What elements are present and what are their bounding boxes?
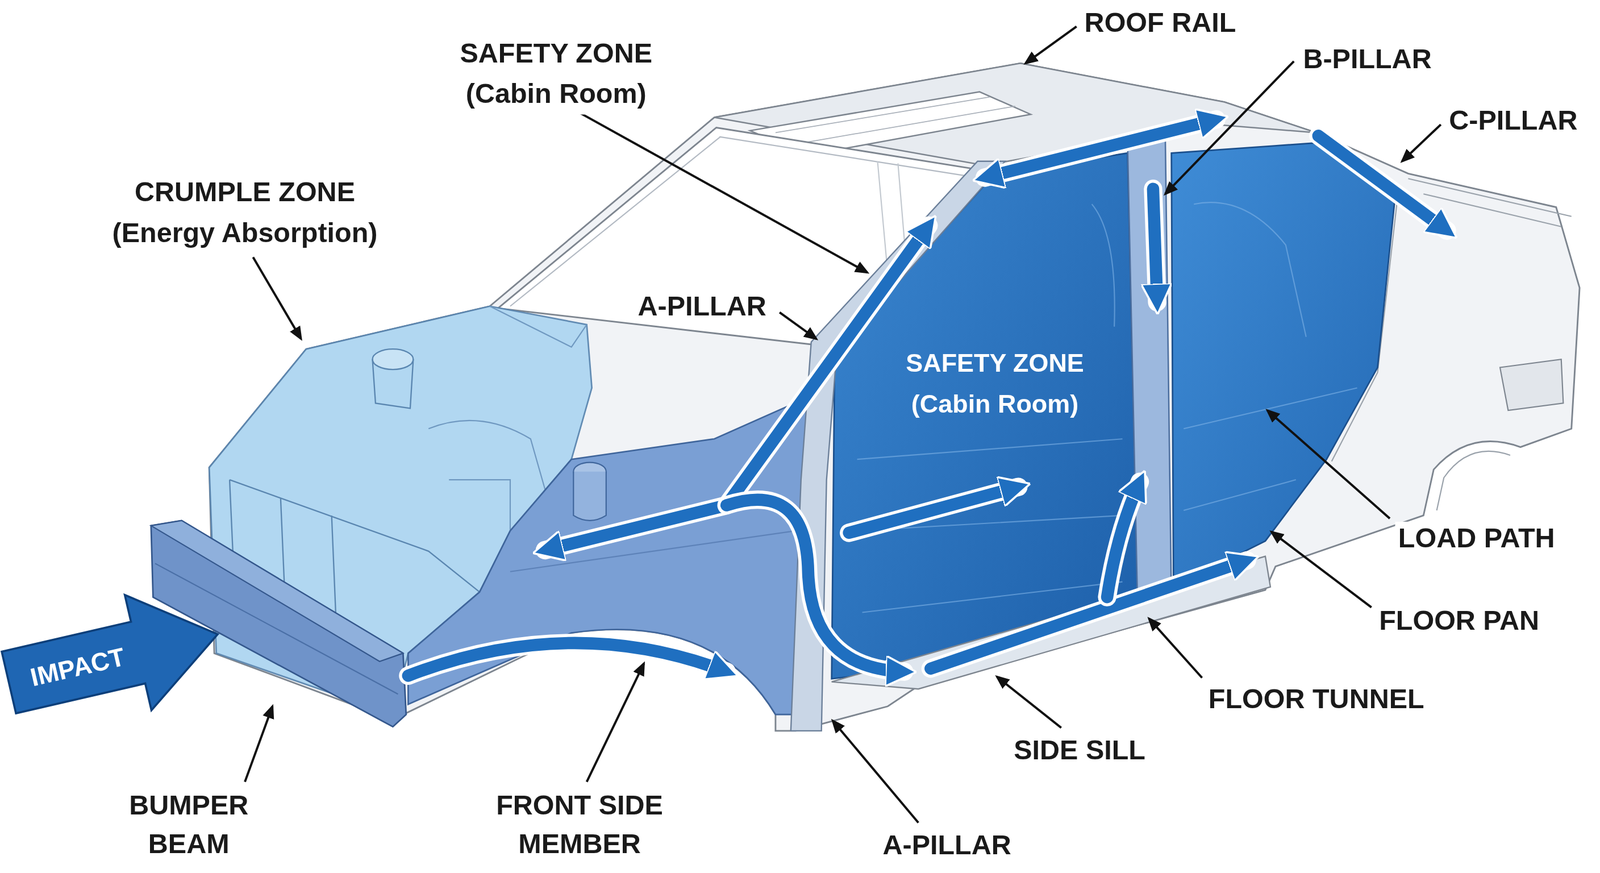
- pillars-and-sill: [790, 137, 1271, 731]
- leader-line: [1402, 124, 1441, 162]
- body-shell: [209, 63, 1580, 731]
- load-path-arrow: [1318, 135, 1447, 231]
- load-path-arrow: [1107, 481, 1140, 598]
- load-path-arrow: [930, 560, 1248, 669]
- load-path-arrow: [407, 119, 1447, 676]
- impact-arrow-shape: [0, 576, 232, 740]
- front-side-member: [573, 471, 606, 521]
- leader-line: [252, 257, 301, 340]
- leader-line: [586, 663, 645, 782]
- part-label: SIDE SILL: [1010, 733, 1149, 766]
- part-label: BUMPER BEAM: [114, 785, 264, 864]
- load-path-arrow: [984, 119, 1217, 178]
- cabin-safety-zone: [831, 142, 1397, 679]
- leader-line: [1025, 26, 1077, 64]
- load-path-arrow: [848, 486, 1019, 533]
- body-shell: [1500, 359, 1564, 411]
- crumple-zone: [489, 306, 587, 348]
- load-path-arrow: [1152, 188, 1157, 302]
- leader-line: [1165, 61, 1294, 194]
- part-label: ROOF RAIL: [1081, 6, 1239, 39]
- leader-line: [1271, 531, 1372, 608]
- part-label: A-PILLAR: [879, 828, 1015, 861]
- cabin-safety-zone: [1171, 142, 1397, 587]
- part-label: B-PILLAR: [1300, 42, 1435, 75]
- part-label: FLOOR TUNNEL: [1205, 682, 1428, 715]
- cabin-safety-zone: [1183, 202, 1357, 511]
- part-label: C-PILLAR: [1446, 103, 1581, 137]
- body-shell: [775, 97, 1016, 145]
- part-label: FLOOR PAN: [1376, 603, 1543, 637]
- leader-line: [1148, 618, 1202, 678]
- body-shell: [209, 63, 1580, 731]
- load-path-arrow: [407, 642, 727, 676]
- leader-line: [832, 720, 919, 823]
- leader-line: [1267, 410, 1391, 519]
- load-path-arrow: [984, 119, 1217, 178]
- impact-arrow: IMPACT: [0, 574, 232, 743]
- crumple-zone: [372, 359, 414, 408]
- load-path-arrow: [1152, 188, 1157, 302]
- zone-label: SAFETY ZONE (Cabin Room): [435, 32, 677, 115]
- leader-line: [997, 676, 1062, 728]
- leader-line: [571, 107, 868, 273]
- load-path-arrow: [1318, 135, 1447, 231]
- part-label: LOAD PATH: [1394, 521, 1558, 554]
- cabin-safety-zone: [831, 152, 1139, 679]
- load-path-arrow: [1107, 481, 1140, 598]
- zone-label: CRUMPLE ZONE (Energy Absorption): [93, 171, 397, 254]
- pillars-and-sill: [1127, 137, 1172, 612]
- leader-line: [244, 706, 273, 782]
- load-path-arrow: [930, 560, 1248, 669]
- zone-label: SAFETY ZONE (Cabin Room): [882, 342, 1107, 424]
- load-path-arrow: [848, 486, 1019, 533]
- crumple-zone: [372, 348, 414, 370]
- body-shell: [1436, 451, 1511, 511]
- part-label: A-PILLAR: [634, 289, 770, 323]
- part-label: FRONT SIDE MEMBER: [474, 785, 685, 864]
- leader-line: [779, 312, 817, 340]
- leader-line: [244, 26, 1441, 823]
- load-path-arrow: [407, 642, 727, 676]
